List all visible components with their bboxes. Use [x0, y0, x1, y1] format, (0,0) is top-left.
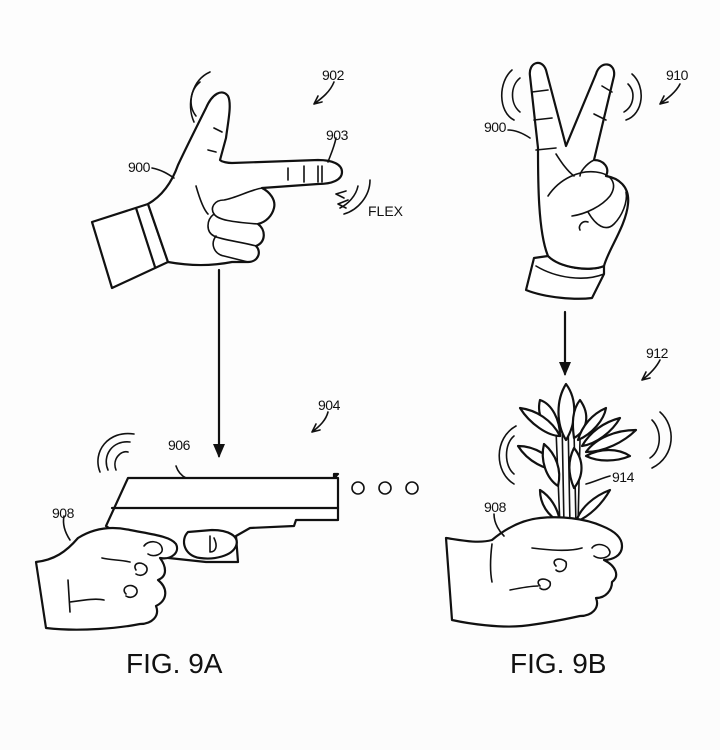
projectile: [351, 481, 365, 495]
leader-908-b: [493, 513, 505, 537]
curled-finger-1: [211, 187, 263, 225]
ref-label-900-a: 900: [128, 159, 151, 175]
bouquet-motion-arc: [498, 425, 517, 485]
flex-arc: [343, 179, 371, 215]
finger-motion-arc: [625, 73, 642, 121]
leader-906: [175, 465, 187, 479]
curled-finger-3: [212, 235, 249, 263]
flex-arrowhead: [337, 199, 349, 209]
knuckle-line: [101, 557, 131, 563]
sleeve-band: [134, 206, 157, 269]
flower-petal: [518, 406, 562, 438]
folded-finger-2: [587, 191, 628, 229]
finger-motion-arc: [623, 83, 634, 113]
ref-label-900-b: 900: [484, 119, 507, 135]
wrist-line: [489, 543, 493, 583]
knuckle-lines: [555, 153, 595, 177]
projectile: [405, 481, 419, 495]
fig-9b-gesture-hand: [501, 61, 681, 300]
ref-label-912: 912: [646, 345, 669, 361]
ref-label-906: 906: [168, 437, 191, 453]
v-hand-outline: [528, 61, 630, 270]
fold-detail: [578, 220, 589, 231]
flower-petal: [568, 446, 583, 490]
bouquet-hand-outline: [444, 516, 624, 628]
leader-902-arrow: [313, 81, 335, 105]
flower-petal: [584, 448, 632, 462]
holding-hand-outline: [34, 527, 179, 631]
leader-903: [327, 137, 337, 163]
leader-914: [585, 475, 611, 485]
bouquet-motion-arc: [649, 419, 661, 459]
cuff-band: [535, 265, 605, 279]
thumbnail: [591, 543, 611, 559]
flex-label: FLEX: [368, 203, 404, 219]
trigger: [209, 535, 217, 553]
flower-petal: [541, 442, 561, 488]
pistol-motion-arc: [97, 432, 135, 473]
ref-label-910: 910: [666, 67, 689, 83]
thumb-motion-arc: [189, 71, 211, 123]
finger-motion-arc: [511, 77, 521, 113]
index-creases: [531, 89, 557, 151]
finger-motion-arc: [501, 69, 515, 121]
fingernail: [537, 578, 552, 591]
leader-910-arrow: [659, 83, 681, 105]
thumb-crease: [213, 127, 223, 133]
hand-outline: [146, 91, 344, 267]
palm-crease: [195, 185, 209, 215]
projectile: [378, 481, 392, 495]
middle-creases: [593, 85, 613, 121]
ref-label-908-a: 908: [52, 505, 75, 521]
index-creases: [287, 165, 323, 183]
arrow-head: [559, 362, 571, 376]
wrist-line: [67, 579, 71, 613]
palm-line: [509, 585, 539, 591]
bouquet-motion-arc: [651, 411, 672, 469]
folded-finger-1: [547, 170, 615, 217]
leader-908: [62, 515, 71, 541]
bouquet-motion-arc: [505, 435, 515, 475]
page-bottom-margin: [0, 700, 720, 750]
leader-900: [151, 167, 175, 179]
arrow-head: [213, 444, 225, 458]
ref-label-908-b: 908: [484, 499, 507, 515]
pistol-motion-arc: [105, 441, 131, 471]
flower-petal: [557, 382, 576, 442]
ref-label-902: 902: [322, 67, 345, 83]
flower-petal: [584, 428, 638, 454]
fig-9b-transition-arrow: [559, 310, 571, 376]
fingernail: [134, 562, 148, 577]
flower-petal: [576, 406, 608, 442]
knuckle-line: [531, 547, 583, 552]
leader-912-arrow: [641, 359, 661, 381]
flower-petal: [580, 416, 622, 448]
fingernail: [123, 584, 138, 599]
palm-line: [69, 598, 105, 603]
curled-finger-2: [207, 213, 257, 247]
ref-label-914: 914: [612, 469, 635, 485]
fig-9a-gesture-hand: [90, 71, 371, 290]
thumbnail: [143, 540, 164, 557]
leader-904-arrow: [311, 411, 329, 433]
fig-9a-transition-arrow: [213, 268, 225, 458]
fingernail: [553, 558, 568, 573]
thumb-crease: [207, 149, 217, 153]
caption-fig-9a: FIG. 9A: [126, 648, 223, 679]
caption-fig-9b: FIG. 9B: [510, 648, 606, 679]
fig-9a-result-pistol: [34, 411, 419, 631]
flex-arrowhead: [335, 190, 347, 199]
pistol-motion-arc: [114, 450, 129, 471]
ref-label-903: 903: [326, 127, 349, 143]
leader-900-b: [507, 129, 531, 139]
fig-9b-result-bouquet: [444, 359, 672, 628]
ref-label-904: 904: [318, 397, 341, 413]
